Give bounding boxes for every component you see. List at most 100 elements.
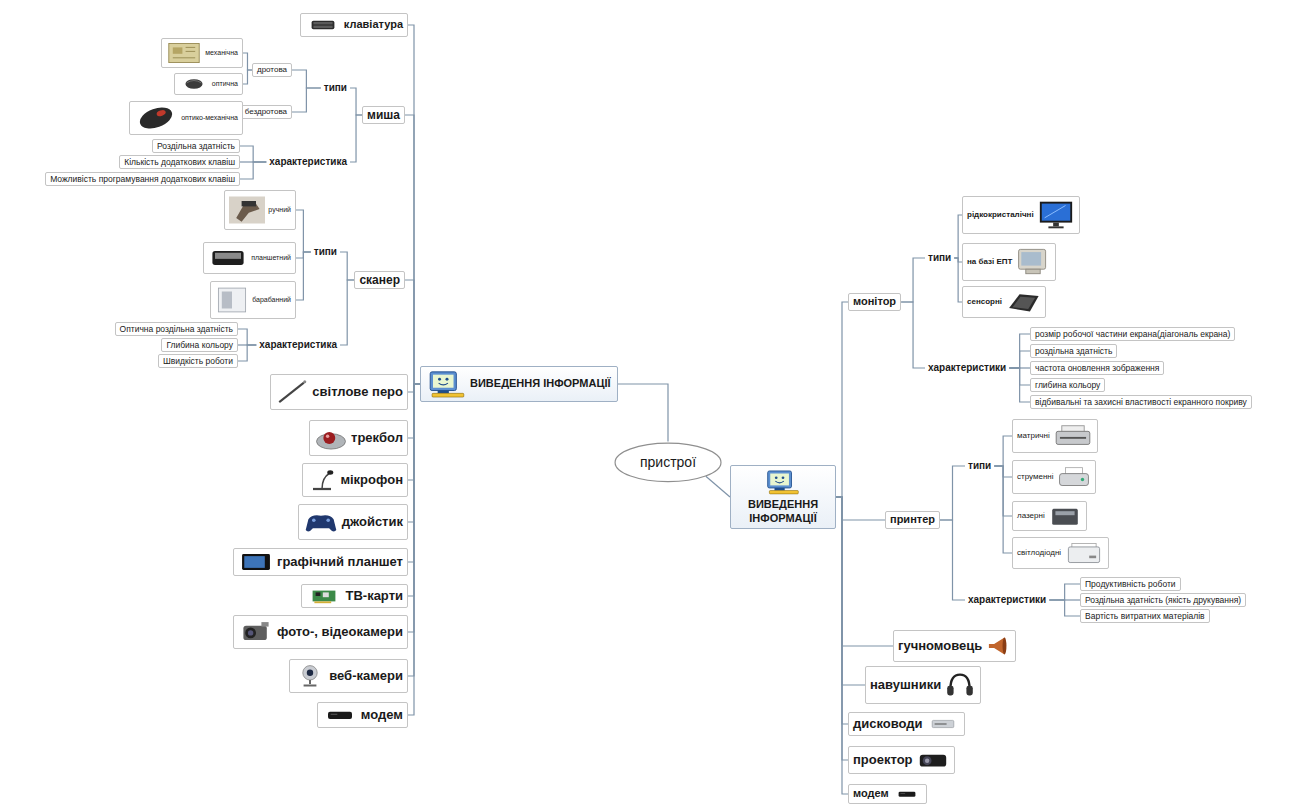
device-icon <box>305 16 341 34</box>
icon-shape <box>1048 226 1063 228</box>
property-box: роздільна здатність <box>1030 344 1117 358</box>
device-box: світлове перо <box>270 374 408 410</box>
node-label: струменні <box>1017 472 1054 482</box>
branch-line <box>994 436 1012 466</box>
group-label: типи <box>965 459 994 473</box>
icon-shape <box>313 22 332 24</box>
icon-shape <box>229 197 265 224</box>
node-label: миша <box>367 108 400 122</box>
device-icon <box>1005 289 1041 315</box>
node-label: трекбол <box>351 430 403 446</box>
icon-shape <box>446 378 449 381</box>
node-label: Оптична роздільна здатність <box>120 324 233 334</box>
icon-shape <box>1059 474 1088 486</box>
device-icon <box>294 662 326 690</box>
property-box: Кількість додаткових клавіш <box>119 155 240 169</box>
node-label: клавіатура <box>344 18 403 31</box>
device-box: веб-камери <box>289 659 408 693</box>
device-icon <box>215 284 249 316</box>
image-box: сенсорні <box>962 286 1046 318</box>
icon-shape <box>782 477 785 480</box>
icon-shape <box>156 109 167 117</box>
icon-shape <box>432 393 464 397</box>
device-box: навушники <box>865 666 981 704</box>
icon-shape <box>213 251 244 265</box>
icon-shape <box>770 474 789 486</box>
property-box: Вартість витратних матеріалів <box>1080 609 1210 623</box>
icon-shape <box>1055 511 1074 515</box>
icon-shape <box>186 81 201 83</box>
branch-line <box>240 162 266 179</box>
device-icon <box>1064 540 1104 566</box>
node-label: Продуктивність роботи <box>1085 579 1176 589</box>
branch-line <box>408 384 420 715</box>
branch-line <box>405 115 420 384</box>
branch-line <box>994 466 1012 553</box>
image-box: струменні <box>1012 460 1096 494</box>
node-label: графічний планшет <box>277 554 403 570</box>
branch-line <box>1009 351 1030 368</box>
property-box: Глибина кольору <box>161 338 238 352</box>
icon-shape <box>245 628 256 639</box>
branch-line <box>340 280 354 345</box>
icon-shape <box>769 491 798 494</box>
icon-shape <box>439 383 448 385</box>
node-label: світлове перо <box>312 384 403 400</box>
icon-shape <box>1009 294 1038 311</box>
branch-line <box>340 252 354 280</box>
node-label: типи <box>314 246 337 258</box>
node-label: характеристики <box>928 362 1006 374</box>
group-label: характеристики <box>925 361 1009 375</box>
node-label: на базі ЕПТ <box>967 257 1012 267</box>
image-box: лазерні <box>1012 501 1087 531</box>
node-label: Роздільна здатність (якість друкування) <box>1085 595 1241 605</box>
branch-line <box>243 53 252 70</box>
icon-shape <box>922 756 931 765</box>
branch-line <box>1049 600 1080 616</box>
node-label: типи <box>324 82 347 94</box>
device-icon <box>275 377 309 407</box>
node-label: ручний <box>268 206 291 214</box>
node-label: мікрофон <box>340 472 403 488</box>
device-icon <box>229 193 265 227</box>
property-box: частота оновлення зображення <box>1030 361 1164 375</box>
branch-line <box>836 497 865 685</box>
image-box: рідкокристалічні <box>962 196 1080 234</box>
icon-shape <box>1026 269 1040 274</box>
property-box: розмір робочої частини екрана(діагональ … <box>1030 327 1235 341</box>
device-icon <box>314 423 348 453</box>
branch-line <box>706 476 730 497</box>
icon-shape <box>775 481 784 483</box>
icon-shape <box>261 622 268 627</box>
icon-shape <box>438 378 441 381</box>
branch-line <box>901 302 925 368</box>
branch-line <box>292 88 321 112</box>
icon-shape <box>924 759 928 763</box>
icon-shape <box>243 626 266 640</box>
device-icon <box>892 787 922 801</box>
node-label: характеристика <box>259 339 337 351</box>
icon-shape <box>1041 204 1070 221</box>
icon-shape <box>328 712 352 719</box>
image-box: барабанний <box>210 281 296 319</box>
node-label: гучномовець <box>898 638 982 654</box>
node-label: ВИВЕДЕННЯ ІНФОРМАЦІЇ <box>470 377 611 390</box>
device-icon <box>766 469 800 495</box>
icon-shape <box>438 391 449 394</box>
node-label: відбивальні та захисні властивості екран… <box>1035 397 1247 407</box>
property-box: Швидкість роботи <box>158 354 238 368</box>
branch-topic: сканер <box>354 271 405 289</box>
node-label: Можливість програмування додаткових клав… <box>50 174 235 184</box>
branch-line <box>350 88 362 115</box>
icon-shape <box>137 104 175 132</box>
branch-line <box>836 497 885 520</box>
device-box: джойстик <box>298 504 408 540</box>
node-label: Швидкість роботи <box>163 356 233 366</box>
node-label: роздільна здатність <box>1035 346 1112 356</box>
branch-line <box>901 258 925 302</box>
icon-shape <box>1069 547 1100 563</box>
node-label: лазерні <box>1017 511 1045 521</box>
node-label: матричні <box>1017 431 1050 441</box>
branch-line <box>618 384 668 442</box>
branch-line <box>350 115 362 162</box>
